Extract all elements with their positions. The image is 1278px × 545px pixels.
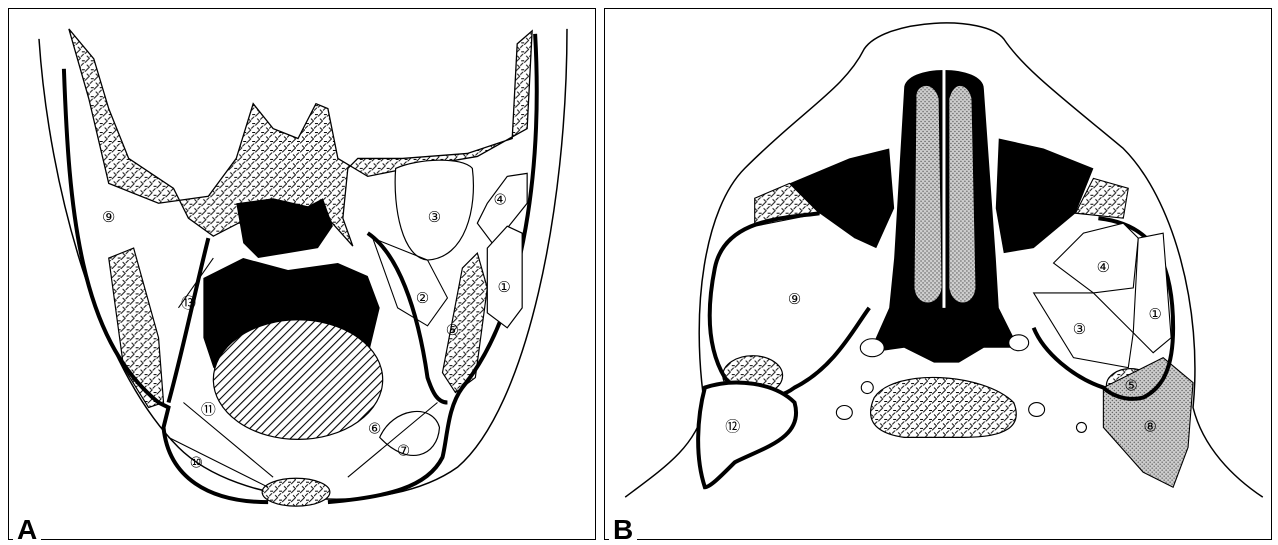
panel-b-letter: B	[609, 515, 637, 545]
label-b-5: ⑤	[1125, 377, 1138, 395]
panel-a-diagram: ⑨ ③ ④ ① ② ⑤ ⑬ ⑪ ⑥ ⑦ ⑩	[9, 9, 595, 539]
panel-a: ⑨ ③ ④ ① ② ⑤ ⑬ ⑪ ⑥ ⑦ ⑩ A	[8, 8, 596, 540]
label-a-5: ⑤	[446, 321, 459, 339]
label-b-1: ①	[1148, 305, 1161, 323]
structure-10-line	[169, 437, 269, 487]
left-turbinate	[914, 86, 942, 303]
tongue-base	[213, 320, 382, 440]
mandible-ramus-left	[109, 248, 164, 407]
label-b-3: ③	[1073, 320, 1086, 338]
right-turbinate	[949, 86, 976, 303]
vessel-2	[1009, 335, 1029, 351]
parapharyngeal-outline-left	[169, 238, 209, 402]
vessel-3	[836, 406, 852, 420]
label-a-9: ⑨	[102, 208, 115, 226]
structure-12-outline	[698, 383, 796, 488]
label-a-7: ⑦	[397, 441, 410, 459]
structure-1-outline-b	[1133, 233, 1171, 353]
label-a-11: ⑪	[201, 400, 216, 418]
label-a-3: ③	[428, 208, 441, 226]
nasopharynx-airway	[236, 198, 333, 258]
label-b-9: ⑨	[788, 290, 801, 308]
vessel-1	[860, 339, 884, 357]
label-a-4: ④	[494, 190, 507, 208]
label-b-12: ⑫	[725, 417, 740, 435]
label-a-13: ⑬	[181, 294, 196, 312]
vessel-5	[861, 382, 873, 394]
label-a-10: ⑩	[190, 453, 203, 471]
label-b-8: ⑧	[1143, 417, 1156, 435]
vessel-4	[1029, 403, 1045, 417]
panel-a-letter: A	[13, 515, 41, 545]
label-b-4: ④	[1097, 258, 1110, 276]
vessel-6	[1076, 422, 1086, 432]
label-a-6: ⑥	[368, 419, 381, 437]
panel-b-diagram: ⑨ ④ ① ③ ⑤ ⑧ ⑫	[605, 9, 1271, 539]
label-a-2: ②	[416, 289, 429, 307]
right-maxillary-airway	[996, 139, 1094, 254]
panel-b: ⑨ ④ ① ③ ⑤ ⑧ ⑫ B	[604, 8, 1272, 540]
label-a-1: ①	[498, 278, 511, 296]
hyoid-bone	[262, 478, 330, 506]
clivus-bone	[871, 377, 1017, 437]
